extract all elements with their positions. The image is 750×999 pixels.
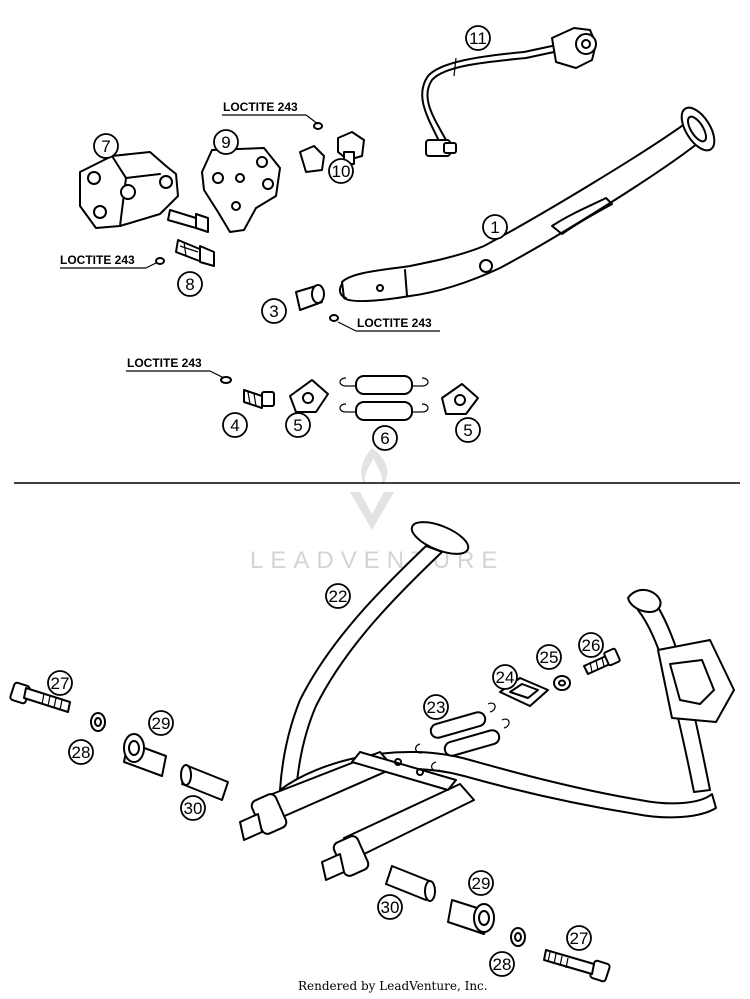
loctite-label: LOCTITE 243 <box>223 100 298 114</box>
svg-text:28: 28 <box>72 743 91 762</box>
spring-plate <box>289 379 479 415</box>
svg-text:8: 8 <box>185 275 194 294</box>
callout-29: 29 <box>148 710 174 736</box>
mounting-plate <box>201 147 281 233</box>
svg-text:22: 22 <box>329 587 348 606</box>
callout-5: 5 <box>285 412 311 438</box>
spring <box>339 375 429 421</box>
loctite-leaders <box>60 114 440 379</box>
svg-text:5: 5 <box>463 421 472 440</box>
loctite-label: LOCTITE 243 <box>127 356 202 370</box>
pivot-bolt <box>9 681 611 983</box>
callout-9: 9 <box>213 129 239 155</box>
callout-10: 10 <box>328 158 354 184</box>
svg-text:11: 11 <box>469 29 487 48</box>
callout-11: 11 <box>465 25 491 51</box>
callout-3: 3 <box>261 298 287 324</box>
callout-22: 22 <box>325 583 351 609</box>
svg-text:29: 29 <box>472 874 491 893</box>
svg-text:10: 10 <box>332 162 351 181</box>
loctite-label: LOCTITE 243 <box>60 253 135 267</box>
callout-1: 1 <box>482 214 508 240</box>
callout-24: 24 <box>492 664 518 690</box>
bushing <box>295 284 339 322</box>
screw <box>583 647 621 675</box>
sleeve <box>180 764 436 902</box>
loctite-label: LOCTITE 243 <box>357 316 432 330</box>
bolt <box>167 209 215 267</box>
callout-29-second: 29 <box>468 870 494 896</box>
svg-text:25: 25 <box>540 648 559 667</box>
callout-5-second: 5 <box>455 417 481 443</box>
callout-7: 7 <box>93 133 119 159</box>
callout-23: 23 <box>423 694 449 720</box>
callout-28-second: 28 <box>489 951 515 977</box>
svg-text:1: 1 <box>490 218 499 237</box>
svg-text:30: 30 <box>184 799 203 818</box>
callout-27: 27 <box>47 670 73 696</box>
callout-25: 25 <box>536 644 562 670</box>
mounting-bracket <box>79 151 179 229</box>
callout-27-second: 27 <box>566 925 592 951</box>
svg-text:28: 28 <box>493 955 512 974</box>
side-stand <box>338 106 716 303</box>
side-stand-switch-cable <box>421 27 597 157</box>
washer <box>553 675 571 691</box>
svg-text:7: 7 <box>101 137 110 156</box>
callout-4: 4 <box>222 412 248 438</box>
screw-and-sleeve <box>299 122 365 173</box>
callout-8: 8 <box>177 271 203 297</box>
callout-6: 6 <box>372 425 398 451</box>
callout-30: 30 <box>180 795 206 821</box>
flanged-bushing <box>123 733 495 935</box>
svg-text:30: 30 <box>381 898 400 917</box>
svg-text:29: 29 <box>152 714 171 733</box>
screw <box>220 376 275 409</box>
svg-text:3: 3 <box>269 302 278 321</box>
svg-text:9: 9 <box>221 133 230 152</box>
center-stand <box>239 521 735 881</box>
svg-text:26: 26 <box>582 636 601 655</box>
washer <box>90 712 526 947</box>
callout-26: 26 <box>578 632 604 658</box>
svg-text:27: 27 <box>51 674 70 693</box>
svg-text:24: 24 <box>496 668 515 687</box>
svg-text:4: 4 <box>230 416 239 435</box>
svg-text:5: 5 <box>293 416 302 435</box>
svg-text:27: 27 <box>570 929 589 948</box>
callout-28: 28 <box>68 739 94 765</box>
watermark-logo-icon <box>350 448 394 530</box>
center-stand-spring <box>415 702 510 772</box>
svg-text:23: 23 <box>427 698 446 717</box>
svg-text:6: 6 <box>380 429 389 448</box>
footer-credit: Rendered by LeadVenture, Inc. <box>298 979 488 993</box>
callout-30-second: 30 <box>377 894 403 920</box>
